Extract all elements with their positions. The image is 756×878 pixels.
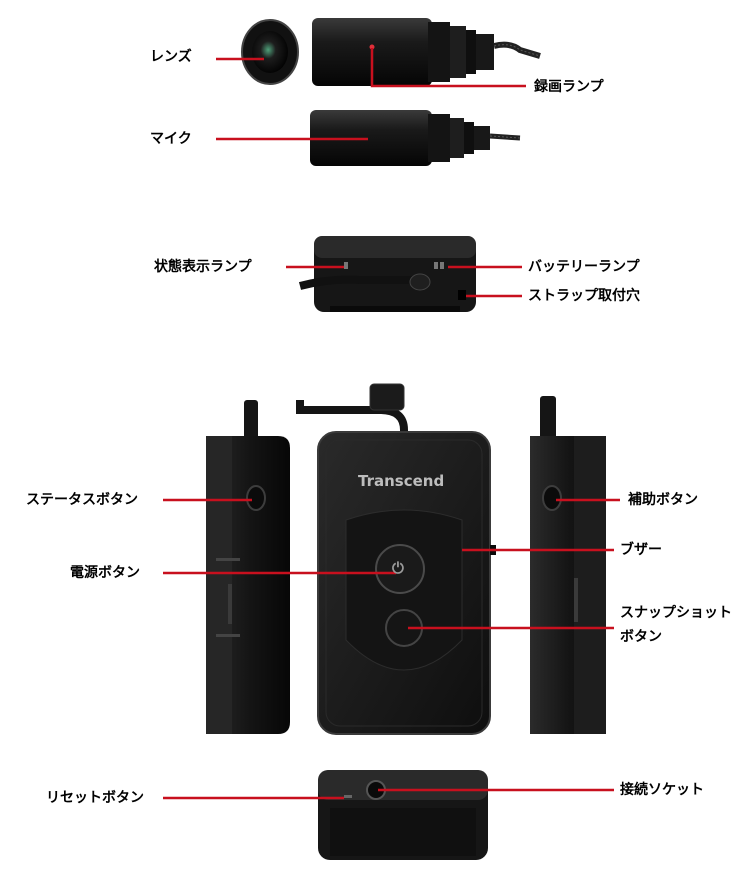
leader-lines [163, 48, 620, 800]
label-status-button: ステータスボタン [26, 492, 138, 508]
right-clip [540, 396, 556, 440]
label-buzzer: ブザー [620, 542, 662, 558]
reset-button [344, 795, 352, 798]
status-led [344, 262, 348, 269]
right-side-view [530, 396, 606, 734]
label-reset-button: リセットボタン [46, 790, 144, 806]
label-aux-button: 補助ボタン [628, 492, 698, 508]
label-mic: マイク [150, 131, 192, 147]
bottom-view [318, 770, 488, 860]
power-icon: ⏻ [392, 559, 404, 577]
left-clip [244, 400, 258, 440]
label-connector-socket: 接続ソケット [620, 782, 704, 798]
label-power-button: 電源ボタン [70, 565, 140, 581]
mic-module [310, 110, 521, 166]
label-status-lamp: 状態表示ランプ [154, 259, 252, 275]
brand-logo-text: Transcend [358, 472, 445, 490]
top-view-body [298, 236, 476, 312]
power-button [375, 544, 425, 594]
leader-rec-lamp [370, 48, 526, 88]
label-snapshot-line2: ボタン [620, 629, 662, 645]
lens-glass [252, 31, 288, 73]
front-view [296, 383, 496, 735]
front-connector [369, 383, 405, 411]
label-strap-hole: ストラップ取付穴 [528, 288, 640, 304]
label-snapshot-line1: スナップショット [620, 605, 732, 621]
label-rec-lamp: 録画ランプ [534, 79, 604, 95]
battery-led [440, 262, 444, 269]
status-button [246, 485, 266, 511]
aux-button [542, 485, 562, 511]
label-battery-lamp: バッテリーランプ [528, 259, 640, 275]
label-lens: レンズ [150, 49, 192, 65]
lens-module [241, 18, 541, 86]
left-side-view [206, 400, 290, 734]
top-cable [298, 275, 420, 290]
strap-hole [458, 290, 466, 300]
mic-housing [310, 110, 432, 166]
